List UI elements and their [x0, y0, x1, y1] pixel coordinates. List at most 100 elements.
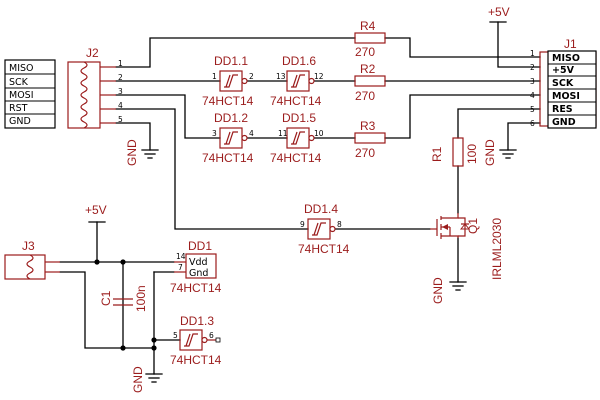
dd1-6-part: 74HCT14 — [270, 94, 322, 108]
connector-j1: J1 1 2 3 4 5 6 MISO +5V SCK MOSI RES GND — [530, 37, 597, 129]
gnd-bottom-label: GND — [131, 366, 145, 393]
dd1-1-pin-in: 1 — [212, 72, 217, 81]
junction-dot — [120, 259, 126, 265]
gate-dd1-4: DD1.4 9 8 74HCT14 — [298, 202, 350, 256]
left-label-rst: RST — [9, 103, 28, 114]
vcc-bottom-label: +5V — [85, 203, 107, 217]
dd1-gnd-label: Gnd — [189, 268, 208, 279]
capacitor-c1: C1 100n — [99, 285, 148, 312]
q1-ref: Q1 — [466, 218, 480, 234]
dd1-4-part: 74HCT14 — [298, 242, 350, 256]
dd1-vdd-label: Vdd — [189, 257, 208, 268]
junction-dots — [94, 259, 157, 351]
j1-pin5: 5 — [530, 105, 535, 114]
dd1-5-pin-out: 10 — [314, 129, 324, 138]
j3-ref: J3 — [22, 239, 35, 253]
dd1-5-ref: DD1.5 — [282, 111, 316, 125]
resistor-r1: R1 100 — [430, 137, 479, 167]
junction-dot — [94, 259, 100, 265]
connector-j2: J2 1 2 3 4 5 — [67, 46, 123, 129]
r2-ref: R2 — [360, 62, 376, 76]
dd1-2-pin-in: 3 — [212, 129, 217, 138]
r4-value: 270 — [355, 45, 375, 59]
gate-dd1-6: DD1.6 13 12 74HCT14 — [270, 54, 324, 108]
dd1-3-part: 74HCT14 — [170, 353, 222, 367]
c1-value: 100n — [134, 285, 148, 312]
dd1-vdd-pin: 14 — [176, 252, 186, 261]
j1-label-res: RES — [552, 104, 573, 115]
j1-pin1: 1 — [530, 49, 535, 58]
j2-pin5: 5 — [118, 115, 123, 124]
gate-dd1-2: DD1.2 3 4 74HCT14 — [202, 111, 254, 165]
resistor-r3: R3 270 — [354, 119, 386, 160]
j1-label-mosi: MOSI — [552, 91, 580, 102]
r3-value: 270 — [355, 146, 375, 160]
left-label-mosi: MOSI — [9, 90, 34, 101]
c1-ref: C1 — [99, 290, 113, 306]
r1-value: 100 — [465, 144, 479, 164]
r3-ref: R3 — [360, 119, 376, 133]
j1-pin3: 3 — [530, 77, 535, 86]
junction-dot — [151, 337, 157, 343]
gate-dd1-5: DD1.5 11 10 74HCT14 — [270, 111, 324, 165]
left-label-miso: MISO — [9, 63, 34, 74]
dd1-gnd-pin: 7 — [178, 263, 183, 272]
gnd-j1: GND — [483, 139, 517, 166]
j1-pin2: 2 — [530, 63, 535, 72]
dd1-6-pin-out: 12 — [314, 72, 324, 81]
dd1-4-pin-in: 9 — [300, 220, 305, 229]
j2-pin3: 3 — [118, 87, 123, 96]
dd1-1-part: 74HCT14 — [202, 94, 254, 108]
gnd-j1-label: GND — [483, 139, 497, 166]
j1-label-gnd: GND — [552, 117, 576, 128]
left-label-gnd: GND — [9, 116, 31, 127]
j2-pin1: 1 — [118, 59, 123, 68]
resistor-r4: R4 270 — [354, 19, 386, 59]
j1-label-sck: SCK — [552, 78, 574, 89]
gnd-j2: GND — [125, 139, 159, 166]
junction-dot — [120, 345, 126, 351]
dd1-3-pin-in: 5 — [173, 331, 178, 340]
left-label-sck: SCK — [9, 77, 29, 88]
vcc-top: +5V — [488, 5, 510, 23]
j1-label-miso: MISO — [552, 53, 580, 64]
left-signal-labels: MISO SCK MOSI RST GND — [4, 59, 56, 129]
dd1-5-pin-in: 11 — [278, 129, 288, 138]
j2-ref: J2 — [86, 46, 99, 60]
dd1-2-pin-out: 4 — [249, 129, 254, 138]
j1-pin6: 6 — [530, 119, 535, 128]
r1-ref: R1 — [430, 146, 444, 162]
dd1-2-ref: DD1.2 — [214, 111, 248, 125]
dd1-5-part: 74HCT14 — [270, 151, 322, 165]
connector-j3: J3 — [4, 239, 60, 280]
vcc-bottom: +5V — [85, 203, 107, 223]
dd1-1-ref: DD1.1 — [214, 54, 248, 68]
gnd-q1-label: GND — [431, 277, 445, 304]
junction-dot — [151, 345, 157, 351]
q1-part: IRLML2030 — [490, 218, 504, 280]
j1-ref: J1 — [564, 37, 577, 51]
gnd-q1: GND — [431, 277, 467, 304]
dd1-6-ref: DD1.6 — [282, 54, 316, 68]
resistor-r2: R2 270 — [354, 62, 386, 103]
r4-ref: R4 — [360, 19, 376, 33]
dd1-part: 74HCT14 — [170, 281, 222, 295]
dd1-ref: DD1 — [188, 239, 212, 253]
dd1-6-pin-in: 13 — [276, 72, 286, 81]
j1-label-5v: +5V — [552, 65, 575, 76]
j1-pin4: 4 — [530, 91, 535, 100]
vcc-top-label: +5V — [488, 5, 510, 19]
dd1-3-pin-out: 6 — [209, 331, 214, 340]
gnd-j2-label: GND — [125, 139, 139, 166]
dd1-4-ref: DD1.4 — [304, 202, 338, 216]
j2-pin2: 2 — [118, 73, 123, 82]
j2-pin4: 4 — [118, 101, 123, 110]
ic-dd1-power: DD1 Vdd Gnd 14 7 74HCT14 — [170, 239, 222, 295]
r2-value: 270 — [355, 89, 375, 103]
dd1-1-pin-out: 2 — [249, 72, 254, 81]
gate-dd1-1: DD1.1 1 2 74HCT14 — [202, 54, 254, 108]
gnd-bottom: GND — [131, 366, 163, 393]
dd1-3-ref: DD1.3 — [180, 314, 214, 328]
wires — [59, 21, 541, 375]
